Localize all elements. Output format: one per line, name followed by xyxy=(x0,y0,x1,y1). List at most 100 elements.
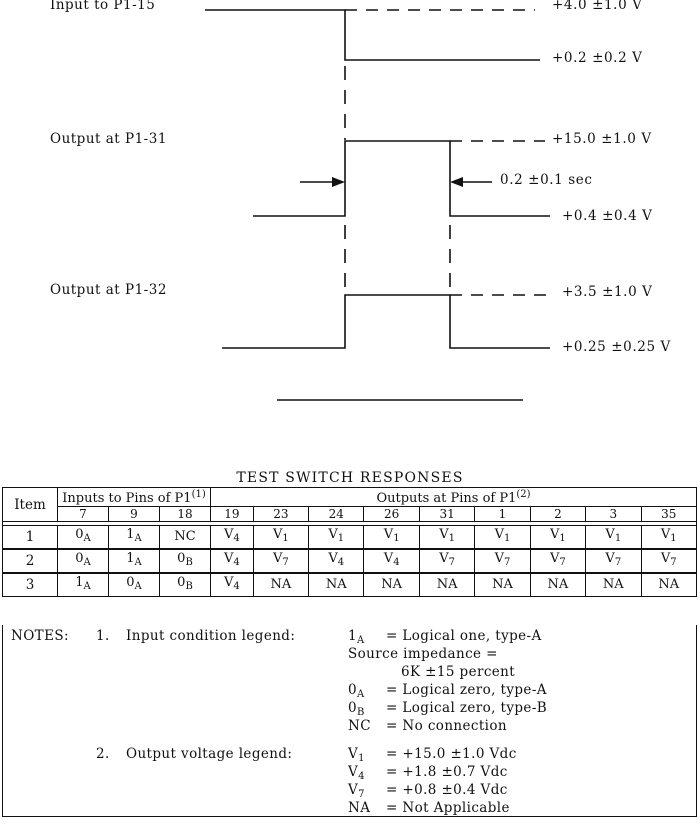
legend-symbol: V7 xyxy=(348,782,365,800)
input-cell-symbol: NC xyxy=(174,529,196,544)
input-cell-subscript: A xyxy=(134,557,142,568)
output-cell-subscript: 1 xyxy=(559,533,566,544)
legend-text: = +1.8 ±0.7 Vdc xyxy=(386,764,508,780)
legend-symbol-subscript: 4 xyxy=(358,771,365,782)
output-cell-symbol: V xyxy=(223,527,234,542)
legend-symbol-subscript: A xyxy=(357,635,365,646)
output-cell: NA xyxy=(363,572,420,597)
input-cell-subscript: B xyxy=(185,581,193,592)
input-cell-symbol: 1 xyxy=(126,527,135,542)
signal-label-input-p1-15: Input to P1-15 xyxy=(50,0,156,13)
arrow-left-head xyxy=(332,177,345,187)
legend-symbol: 1A xyxy=(348,628,365,646)
signal-label-output-p1-32: Output at P1-32 xyxy=(50,282,167,298)
input-cell-subscript: A xyxy=(83,581,91,592)
item-cell: 3 xyxy=(2,572,58,597)
output-cell-symbol: V xyxy=(605,551,615,566)
output-cell-subscript: 1 xyxy=(670,533,677,544)
output-cell: NA xyxy=(474,572,531,597)
output-cell: V7 xyxy=(529,548,587,574)
input-cell-subscript: A xyxy=(83,533,91,544)
output-cell: NA xyxy=(529,572,587,597)
input-cell: 0B xyxy=(159,548,211,574)
legend-text: 6K ±15 percent xyxy=(401,664,516,680)
output-pin-header: 19 xyxy=(210,506,254,522)
output-cell-symbol: NA xyxy=(547,577,569,592)
output-cell-symbol: NA xyxy=(270,577,292,592)
table-title: TEST SWITCH RESPONSES xyxy=(236,470,464,486)
legend-symbol: V1 xyxy=(348,746,365,764)
output-cell-symbol: NA xyxy=(658,577,680,592)
input-cell-symbol: 0 xyxy=(75,527,84,542)
output-cell: V4 xyxy=(210,525,254,550)
output-cell: V1 xyxy=(640,525,698,550)
output-cell: V7 xyxy=(474,548,531,574)
timing-diagram xyxy=(205,9,550,401)
signal-label-output-p1-31: Output at P1-31 xyxy=(50,131,167,147)
inputs-note-ref: (1) xyxy=(191,489,206,500)
input-cell: 0A xyxy=(57,525,109,550)
output-cell: V1 xyxy=(529,525,587,550)
legend-symbol-subscript: 7 xyxy=(358,789,365,800)
arrow-right-head xyxy=(450,177,463,187)
outputs-note-ref: (2) xyxy=(516,489,531,500)
legend-symbol: V4 xyxy=(348,764,365,782)
input-cell: 0A xyxy=(57,548,109,574)
pulse-width-value: 0.2 ±0.1 sec xyxy=(500,172,593,188)
output-cell-symbol: V xyxy=(550,527,560,542)
input-cell: NC xyxy=(159,525,211,550)
output-p1-31-waveform xyxy=(253,140,550,217)
output-cell-symbol: NA xyxy=(325,577,347,592)
output-pin-header: 35 xyxy=(640,506,698,522)
input-cell-symbol: 0 xyxy=(177,551,186,566)
legend-text: = Logical zero, type-B xyxy=(386,700,548,716)
output-cell-symbol: V xyxy=(328,551,338,566)
output-cell-symbol: V xyxy=(439,527,449,542)
output-pin-header: 24 xyxy=(308,506,365,522)
legend-symbol: NA xyxy=(348,800,371,816)
inputs-header-cell: Inputs to Pins of P1(1) xyxy=(57,487,211,507)
output-cell: V7 xyxy=(640,548,698,574)
output-cell-subscript: 7 xyxy=(448,557,455,568)
output-cell-symbol: V xyxy=(328,527,338,542)
output-cell: NA xyxy=(640,572,698,597)
output-cell: V4 xyxy=(308,548,365,574)
legend-symbol-subscript: A xyxy=(357,689,365,700)
output-cell-subscript: 1 xyxy=(337,533,345,544)
output-cell-symbol: V xyxy=(383,551,394,566)
input-cell: 0A xyxy=(108,572,160,597)
output-cell-subscript: 7 xyxy=(504,557,511,568)
output-cell-symbol: NA xyxy=(602,577,624,592)
output-cell-subscript: 4 xyxy=(233,581,240,592)
output-cell-symbol: V xyxy=(660,527,671,542)
output-cell: NA xyxy=(418,572,476,597)
output-cell-symbol: V xyxy=(383,527,394,542)
legend-symbol-subscript: 1 xyxy=(358,753,365,764)
output-cell: V4 xyxy=(210,548,254,574)
output-cell-subscript: 1 xyxy=(393,533,400,544)
input-low-value: +0.2 ±0.2 V xyxy=(552,50,643,66)
item-cell: 2 xyxy=(2,548,58,574)
legend-symbol-subscript: B xyxy=(357,707,365,718)
notes-heading: NOTES: xyxy=(11,628,69,644)
output-cell: V1 xyxy=(418,525,476,550)
output-32-low-value: +0.25 ±0.25 V xyxy=(562,339,671,355)
output-cell-subscript: 7 xyxy=(282,557,289,568)
item-header: Item xyxy=(2,487,58,522)
input-cell-symbol: 1 xyxy=(75,575,84,590)
output-cell-symbol: V xyxy=(660,551,671,566)
item-cell: 1 xyxy=(2,525,58,550)
legend-text: = Logical zero, type-A xyxy=(386,682,547,698)
output-cell-subscript: 7 xyxy=(614,557,622,568)
legend-symbol: 0B xyxy=(348,700,365,718)
legend-symbol: 0A xyxy=(348,682,365,700)
input-cell-subscript: A xyxy=(134,581,142,592)
output-cell: V4 xyxy=(363,548,420,574)
output-cell-subscript: 7 xyxy=(670,557,677,568)
output-cell-symbol: V xyxy=(223,551,234,566)
output-cell: V7 xyxy=(418,548,476,574)
output-cell-symbol: V xyxy=(272,551,283,566)
